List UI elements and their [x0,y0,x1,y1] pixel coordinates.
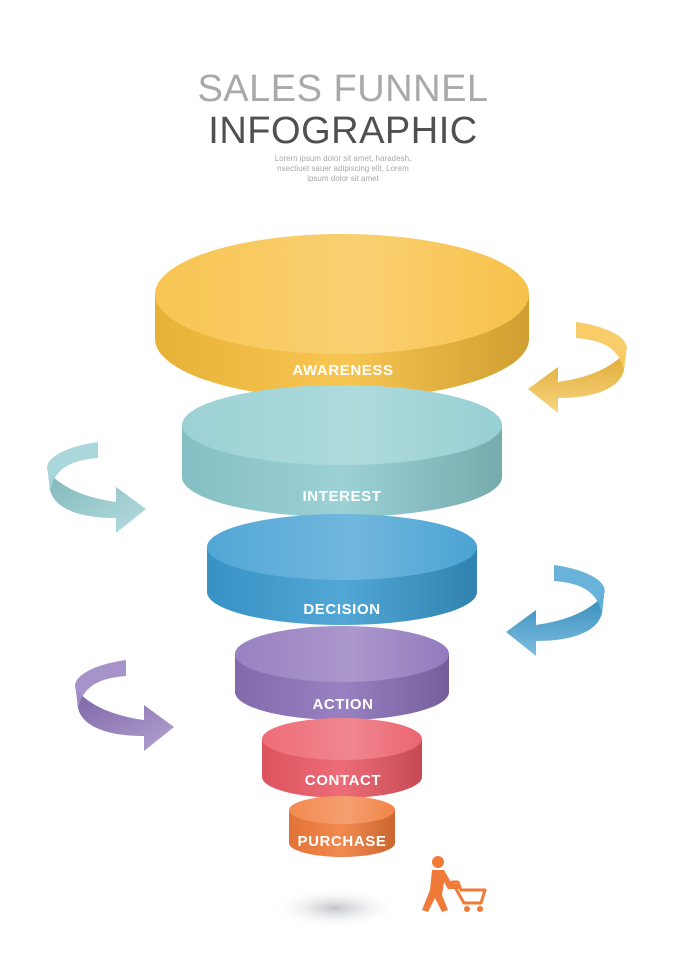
subtitle: Lorem ipsum dolor sit amet, haradesh, ns… [243,154,443,184]
floor-shadow [270,888,400,928]
curved-arrow-tail [47,442,98,490]
funnel-disc-interest [182,385,502,517]
curved-arrow-icon [76,690,174,751]
arrow-right-middle [506,565,605,656]
stage-label-interest: INTEREST [302,488,382,505]
title-line-2: INFOGRAPHIC [208,110,478,152]
disc-top [289,796,395,824]
title-line-1: SALES FUNNEL [197,68,489,110]
funnel-disc-action [235,626,449,720]
arrow-left-lower [75,660,174,751]
funnel-disc-decision [207,514,477,625]
subtitle-line: ipsum dolor sit amet [307,174,379,183]
funnel-disc-awareness [155,234,529,399]
curved-arrow-tail [75,660,126,708]
disc-top [182,385,502,465]
subtitle-line: Lorem ipsum dolor sit amet, haradesh, [274,154,412,163]
disc-top [155,234,529,354]
stage-label-decision: DECISION [303,601,381,618]
person-pushing-cart-icon [422,856,487,912]
disc-top [235,626,449,682]
disc-top [262,718,422,760]
curved-arrow-tail [576,322,627,370]
curved-arrow-icon [506,595,604,656]
arrow-right-top [528,322,627,413]
subtitle-line: nsectiuet sauer adipiscing elit, Lorem [277,164,409,173]
curved-arrow-tail [554,565,605,613]
stage-label-purchase: PURCHASE [297,833,387,850]
curved-arrow-icon [48,472,146,533]
stage-label-awareness: AWARENESS [292,362,394,379]
funnel-disc-contact [262,718,422,798]
arrow-left-upper [47,442,146,533]
stage-label-action: ACTION [312,696,374,713]
curved-arrow-icon [528,352,626,413]
stage-label-contact: CONTACT [304,772,382,789]
disc-top [207,514,477,580]
funnel-disc-purchase [289,796,395,857]
